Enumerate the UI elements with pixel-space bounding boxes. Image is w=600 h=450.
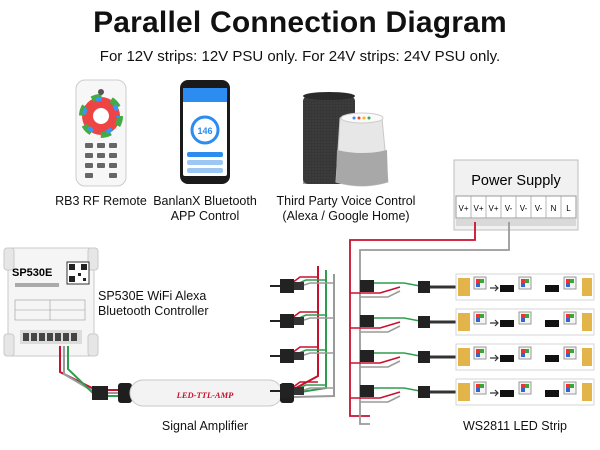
jst-connector: [418, 386, 430, 398]
jst-connector: [360, 315, 374, 327]
jst-connector: [360, 280, 374, 292]
psu-terminal-label: V+: [458, 204, 468, 213]
strip-branch-row: [270, 343, 595, 371]
ic-chip: [500, 285, 514, 292]
arrow-right-icon: [490, 319, 499, 327]
ic-chip: [545, 390, 559, 397]
arrow-right-icon: [490, 284, 499, 292]
app-label-line1: BanlanX Bluetooth: [153, 194, 257, 208]
psu-terminal-label: N: [551, 204, 557, 213]
app-label-line2: APP Control: [170, 209, 240, 223]
psu-terminal-label: V+: [473, 204, 483, 213]
jst-connector: [418, 351, 430, 363]
strip-branch-row: [270, 308, 595, 336]
psu-terminal-label: V+: [488, 204, 498, 213]
jst-connector: [92, 386, 108, 400]
strip-branch-row: [270, 378, 595, 406]
voice-label-line2: (Alexa / Google Home): [282, 209, 410, 223]
psu-terminal-label: L: [566, 204, 571, 213]
jst-connector: [280, 384, 294, 398]
arrow-right-icon: [490, 354, 499, 362]
ic-chip: [545, 320, 559, 327]
arrow-right-icon: [490, 389, 499, 397]
strip-branches: [270, 273, 595, 406]
led-strip-segment: [455, 378, 595, 406]
jst-connector: [360, 385, 374, 397]
ic-chip: [500, 320, 514, 327]
jst-connector: [360, 350, 374, 362]
rf-remote-icon: [75, 79, 127, 187]
amplifier-body-text: LED-TTL-AMP: [176, 390, 234, 400]
wifi-controller-device: [3, 247, 99, 357]
psu-terminal-label: V-: [505, 204, 513, 213]
controller-label-line2: Bluetooth Controller: [98, 304, 209, 318]
controller-label-line1: SP530E WiFi Alexa: [98, 289, 207, 303]
led-strip-segment: [455, 343, 595, 371]
page-title: Parallel Connection Diagram: [93, 6, 507, 39]
psu-terminal-label: V-: [535, 204, 543, 213]
jst-connector: [280, 314, 294, 328]
jst-connector: [280, 349, 294, 363]
psu-output-wires: [349, 222, 510, 425]
remote-label: RB3 RF Remote: [55, 194, 147, 208]
phone-app-icon: 146: [180, 80, 230, 184]
led-strip-segment: [455, 273, 595, 301]
strip-label: WS2811 LED Strip: [463, 419, 567, 433]
amplifier-label: Signal Amplifier: [161, 419, 249, 433]
ic-chip: [545, 355, 559, 362]
voice-label-line1: Third Party Voice Control: [276, 194, 416, 208]
ic-chip: [545, 285, 559, 292]
power-supply-label: Power Supply: [471, 173, 561, 189]
controller-model: SP530E: [12, 267, 52, 279]
strip-branch-row: [270, 273, 595, 301]
jst-connector: [418, 281, 430, 293]
smart-speaker-icon: [303, 92, 389, 187]
phone-reading: 146: [197, 126, 212, 136]
ic-chip: [500, 390, 514, 397]
ic-chip: [500, 355, 514, 362]
psu-terminal-label: V-: [520, 204, 528, 213]
page-subtitle: For 12V strips: 12V PSU only. For 24V st…: [99, 48, 501, 65]
controller-output-wires: [59, 346, 97, 397]
led-strip-segment: [455, 308, 595, 336]
jst-connector: [418, 316, 430, 328]
jst-connector: [280, 279, 294, 293]
